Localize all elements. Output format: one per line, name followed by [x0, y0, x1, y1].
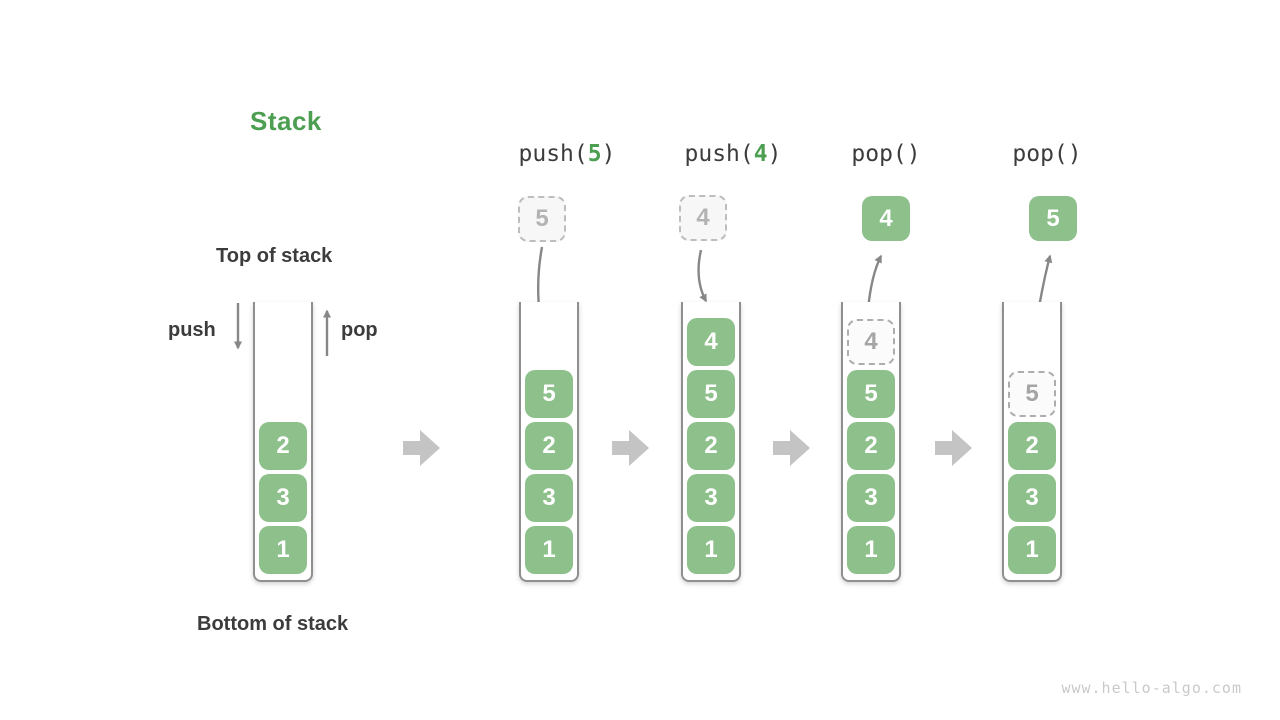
- stack-cell: 2: [525, 422, 573, 470]
- diagram-title: Stack: [250, 106, 322, 136]
- stack-cell: 3: [847, 474, 895, 522]
- op-label-push5: push(5): [467, 141, 667, 167]
- stack-cell: 1: [1008, 526, 1056, 574]
- op-post: ): [767, 141, 782, 167]
- stack-cell: 5: [525, 370, 573, 418]
- stack-cell: 2: [259, 422, 307, 470]
- stack-cell: 5: [687, 370, 735, 418]
- watermark: www.hello-algo.com: [1061, 679, 1242, 697]
- stack-cell: 4: [687, 318, 735, 366]
- op-arg: 4: [753, 141, 768, 167]
- stack-cell: 2: [687, 422, 735, 470]
- push4-path-arrow-icon: [697, 249, 708, 303]
- stack-cell: 2: [1008, 422, 1056, 470]
- stack-cell: 3: [687, 474, 735, 522]
- stack-cell: 3: [259, 474, 307, 522]
- stack-cell: 1: [847, 526, 895, 574]
- flow-arrow-icon: [773, 430, 810, 466]
- op-pre: pop(: [1012, 141, 1068, 167]
- op-label-pop-1: pop(): [786, 141, 986, 167]
- op-pre: push(: [684, 141, 754, 167]
- incoming-value-box: 4: [679, 195, 727, 241]
- stack-cell: 2: [847, 422, 895, 470]
- popped-value-box: 5: [1029, 196, 1077, 241]
- incoming-value-box: 5: [518, 196, 566, 242]
- op-label-push4: push(4): [633, 141, 833, 167]
- op-pre: pop(: [851, 141, 907, 167]
- stack-cell: 3: [525, 474, 573, 522]
- flow-arrow-icon: [403, 430, 440, 466]
- top-of-stack-label: Top of stack: [216, 245, 333, 267]
- op-pre: push(: [518, 141, 588, 167]
- flow-arrow-icon: [935, 430, 972, 466]
- op-post: ): [1067, 141, 1082, 167]
- stack-cell: 1: [259, 526, 307, 574]
- bottom-of-stack-label: Bottom of stack: [197, 613, 349, 635]
- popped-value-box: 4: [862, 196, 910, 241]
- stack-cell: 1: [525, 526, 573, 574]
- op-label-pop-2: pop(): [947, 141, 1147, 167]
- op-post: ): [906, 141, 921, 167]
- stack-cell: 3: [1008, 474, 1056, 522]
- stack-cell: 5: [847, 370, 895, 418]
- removed-value-ghost-box: 5: [1008, 371, 1056, 417]
- op-post: ): [601, 141, 616, 167]
- stack-cell: 1: [687, 526, 735, 574]
- pop-label: pop: [341, 319, 378, 341]
- flow-arrow-icon: [612, 430, 649, 466]
- removed-value-ghost-box: 4: [847, 319, 895, 365]
- op-arg: 5: [587, 141, 602, 167]
- push-label: push: [168, 319, 216, 341]
